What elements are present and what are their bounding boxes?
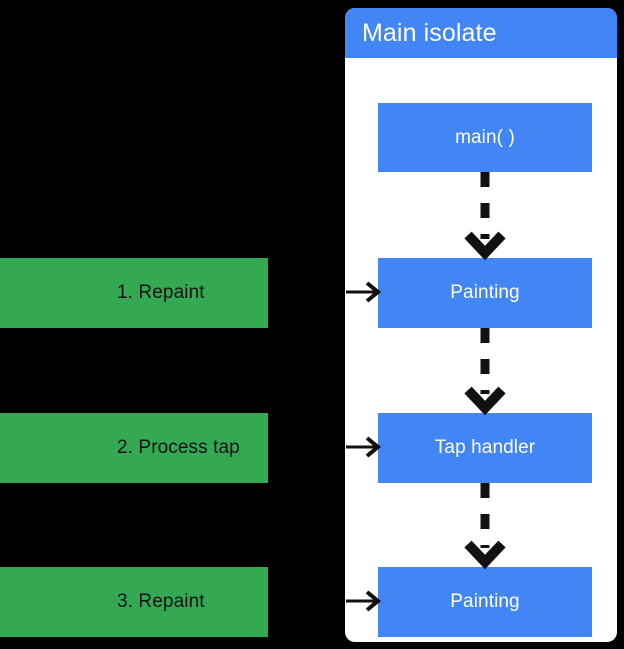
step-chip-3: 3. Repaint [0, 567, 268, 637]
node-tap-handler: Tap handler [378, 413, 592, 483]
node-label: main( ) [455, 126, 515, 148]
step-chip-label: 3. Repaint [117, 591, 205, 612]
step-chip-2: 2. Process tap [0, 413, 268, 483]
step-chip-label: 2. Process tap [117, 437, 240, 458]
main-isolate-header: Main isolate [345, 8, 617, 58]
node-main: main( ) [378, 103, 592, 172]
node-label: Painting [450, 591, 520, 612]
step-chip-1: 1. Repaint [0, 258, 268, 328]
node-label: Painting [450, 282, 520, 303]
node-painting-1: Painting [378, 258, 592, 328]
node-label: Tap handler [434, 437, 536, 458]
step-chip-label: 1. Repaint [117, 282, 205, 303]
node-painting-2: Painting [378, 567, 592, 637]
main-isolate-title: Main isolate [362, 18, 497, 47]
